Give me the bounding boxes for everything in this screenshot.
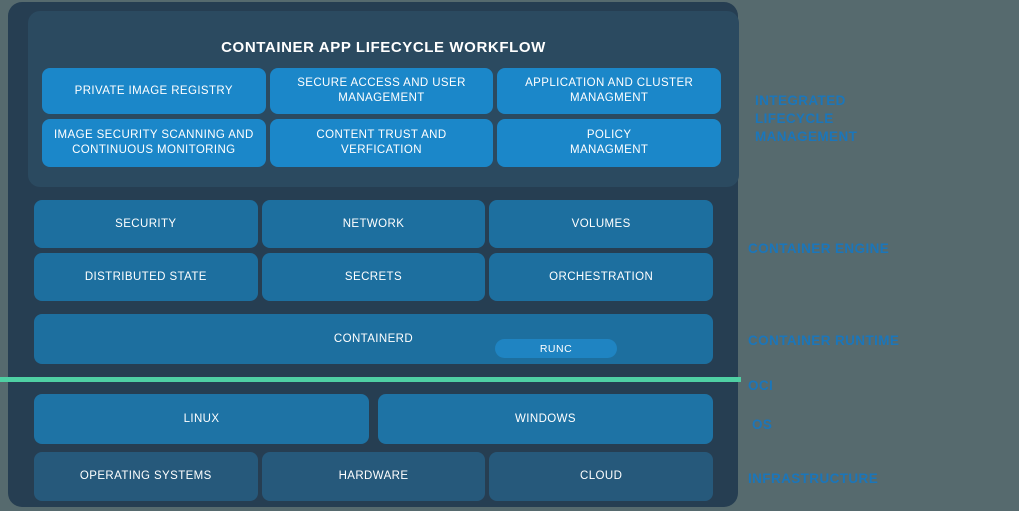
lifecycle-workflow-panel: CONTAINER APP LIFECYCLE WORKFLOW PRIVATE…: [28, 11, 739, 187]
side-label-container-runtime: CONTAINER RUNTIME: [748, 333, 900, 348]
engine-box-distributed-state: DISTRIBUTED STATE: [34, 253, 258, 301]
side-label-oci: OCI: [748, 378, 774, 393]
side-label-infrastructure: INFRASTRUCTURE: [748, 471, 879, 486]
containerd-label: CONTAINERD: [333, 333, 414, 345]
containerd-box: CONTAINERD RUNC: [34, 314, 713, 364]
workflow-title: CONTAINER APP LIFECYCLE WORKFLOW: [221, 39, 546, 56]
runc-pill: RUNC: [495, 339, 617, 358]
workflow-box-private-image-registry: PRIVATE IMAGE REGISTRY: [42, 68, 266, 114]
infra-box-hardware: HARDWARE: [261, 452, 486, 501]
infra-box-cloud: CLOUD: [489, 452, 713, 501]
engine-box-network: NETWORK: [261, 200, 486, 248]
infrastructure-grid: OPERATING SYSTEMS HARDWARE CLOUD: [34, 452, 713, 501]
workflow-box-content-trust: CONTENT TRUST AND VERFICATION: [269, 119, 494, 167]
os-grid: LINUX WINDOWS: [34, 394, 713, 444]
engine-box-orchestration: ORCHESTRATION: [489, 253, 713, 301]
container-engine-grid: SECURITY NETWORK VOLUMES DISTRIBUTED STA…: [34, 200, 713, 301]
engine-box-secrets: SECRETS: [261, 253, 486, 301]
workflow-box-application-cluster: APPLICATION AND CLUSTER MANAGMENT: [497, 68, 721, 114]
os-box-windows: WINDOWS: [378, 394, 713, 444]
workflow-box-secure-access: SECURE ACCESS AND USER MANAGEMENT: [269, 68, 494, 114]
workflow-box-policy-management: POLICY MANAGMENT: [497, 119, 721, 167]
workflow-box-image-security-scanning: IMAGE SECURITY SCANNING AND CONTINUOUS M…: [42, 119, 266, 167]
engine-box-volumes: VOLUMES: [489, 200, 713, 248]
oci-divider-line: [0, 377, 741, 382]
workflow-box-grid: PRIVATE IMAGE REGISTRY SECURE ACCESS AND…: [42, 68, 721, 167]
side-label-os: OS: [752, 417, 773, 432]
os-box-linux: LINUX: [34, 394, 369, 444]
infra-box-operating-systems: OPERATING SYSTEMS: [34, 452, 258, 501]
side-label-container-engine: CONTAINER ENGINE: [748, 241, 890, 256]
engine-box-security: SECURITY: [34, 200, 258, 248]
container-stack-panel: CONTAINER APP LIFECYCLE WORKFLOW PRIVATE…: [8, 2, 739, 507]
side-label-integrated-lifecycle-management: INTEGRATED LIFECYCLE MANAGEMENT: [755, 93, 858, 144]
